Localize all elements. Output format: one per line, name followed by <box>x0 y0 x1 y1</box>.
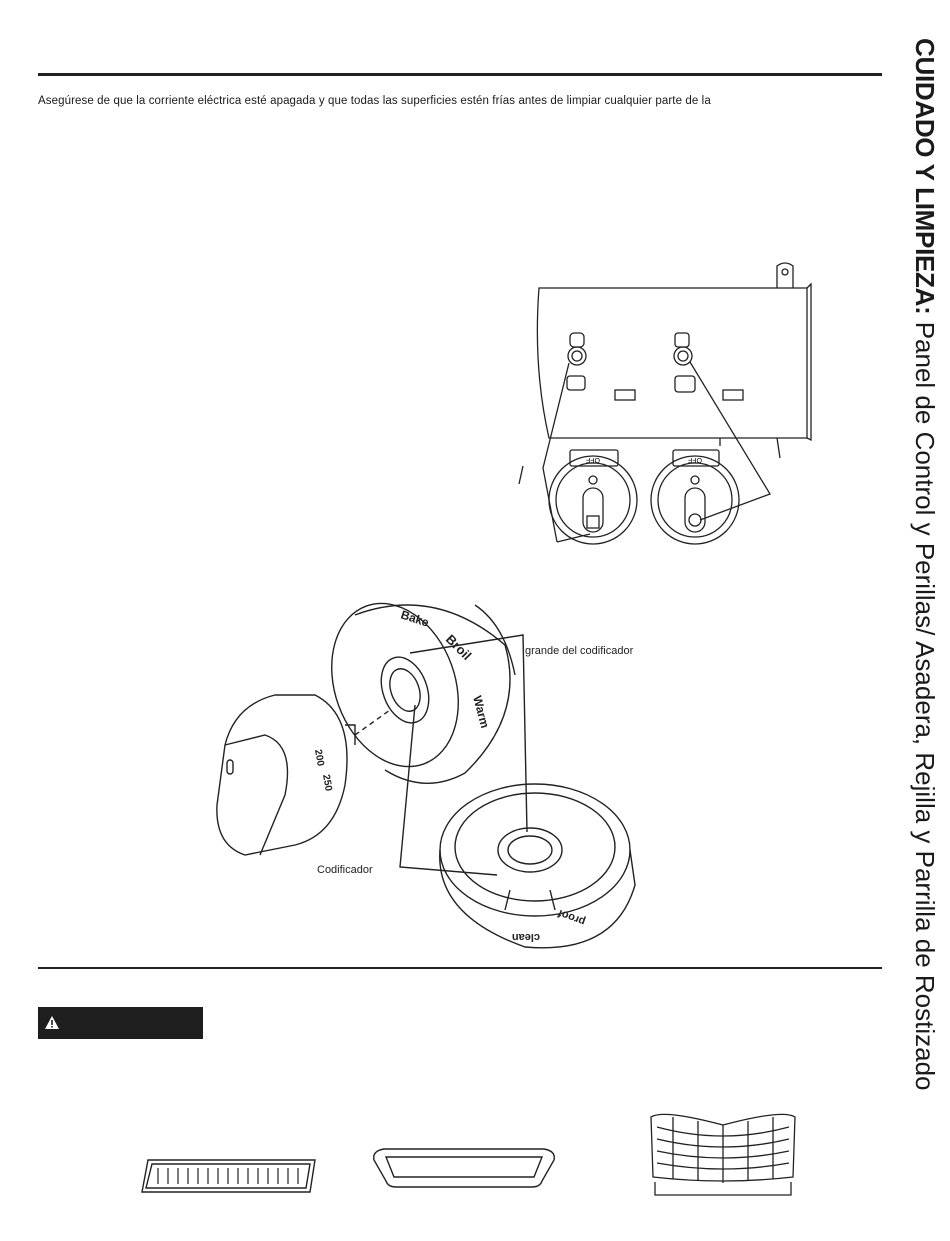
grill-pan-insert-illustration <box>141 1159 316 1193</box>
knob-off-label-right: OFF <box>688 456 702 463</box>
knob-off-label-left: OFF <box>586 456 600 463</box>
warning-triangle-icon <box>45 1016 59 1029</box>
knob-label-proof: proof <box>556 907 587 928</box>
section-title: CUIDADO Y LIMPIEZA: Panel de Control y P… <box>910 38 940 1091</box>
knob-exploded-illustration: Bake Broil Warm clean proof 200 250 <box>216 602 636 949</box>
roasting-rack-illustration <box>650 1113 796 1196</box>
knob-label-clean: clean <box>512 931 540 943</box>
top-rule <box>38 73 882 76</box>
label-encoder-large: grande del codificador <box>525 645 634 657</box>
section-title-bold: CUIDADO Y LIMPIEZA: <box>910 38 940 315</box>
section-title-rest: Panel de Control y Perillas/ Asadera, Re… <box>910 321 940 1091</box>
warning-bar <box>38 1007 203 1039</box>
knob-label-bake: Bake <box>399 608 431 630</box>
knob-label-warm: Warm <box>470 694 492 729</box>
broiler-pan-illustration <box>373 1148 555 1188</box>
intro-text: Asegúrese de que la corriente eléctrica … <box>38 95 711 107</box>
control-panel-illustration: OFF OFF <box>518 262 812 545</box>
label-encoder: Codificador <box>317 864 373 876</box>
knob-label-250: 250 <box>320 774 334 793</box>
middle-rule <box>38 967 882 969</box>
knob-label-200: 200 <box>312 749 326 768</box>
